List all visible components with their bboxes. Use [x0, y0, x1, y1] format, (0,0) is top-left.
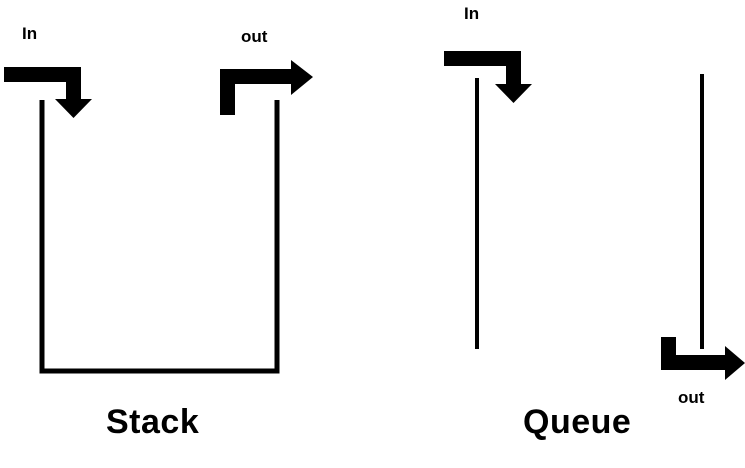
stack-diagram	[4, 60, 313, 374]
queue-in-arrow	[444, 51, 532, 103]
stack-title: Stack	[106, 403, 200, 441]
stack-out-arrowhead	[291, 60, 313, 95]
queue-out-arrow-elbow	[661, 337, 727, 370]
stack-container-outline	[39, 100, 280, 374]
queue-title: Queue	[523, 403, 632, 441]
stack-out-arrow-elbow	[220, 69, 293, 115]
queue-diagram	[444, 51, 745, 380]
stack-out-arrow	[220, 60, 313, 115]
stack-in-label: In	[22, 24, 38, 43]
queue-out-arrowhead	[725, 346, 745, 380]
queue-in-arrowhead	[495, 84, 532, 103]
queue-out-label: out	[678, 388, 705, 407]
queue-out-arrow	[661, 337, 745, 380]
stack-out-label: out	[241, 27, 268, 46]
queue-in-label: In	[464, 4, 480, 23]
stack-in-arrowhead	[55, 99, 92, 118]
stack-in-arrow	[4, 67, 92, 118]
stack-in-arrow-elbow	[4, 67, 81, 100]
queue-in-arrow-elbow	[444, 51, 521, 85]
